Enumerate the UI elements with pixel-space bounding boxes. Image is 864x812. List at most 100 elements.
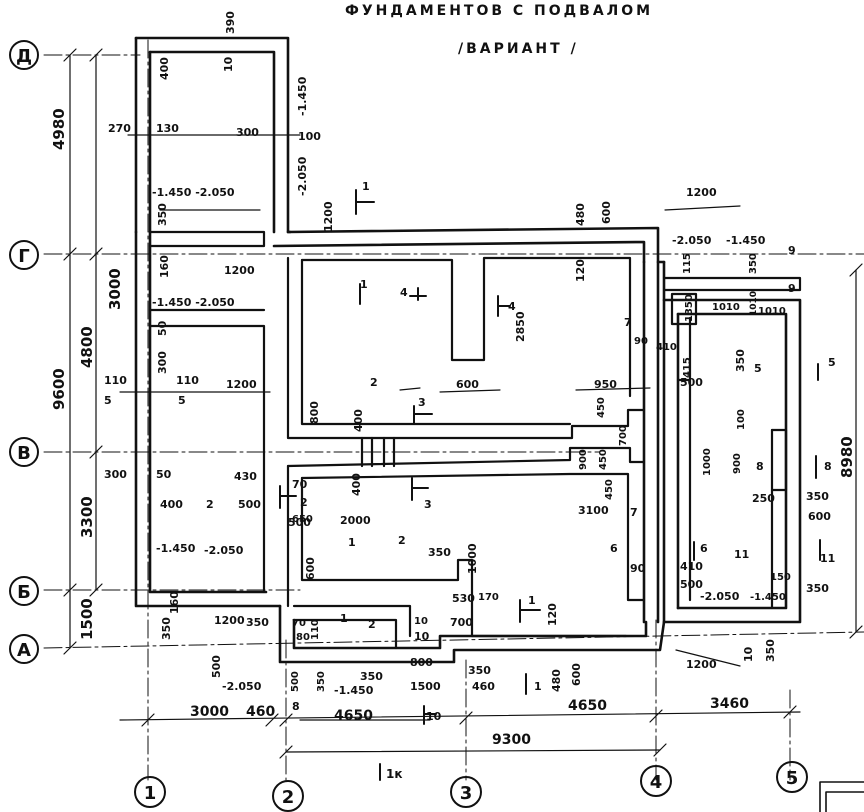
label: 2000 [340,514,371,527]
label: 600 [570,663,583,686]
label: -1.450 [296,76,309,116]
label: 350 [360,670,383,683]
label: 480 [550,669,563,692]
label: 3 [418,396,426,409]
label: 10 [414,616,428,627]
dim-3000-left: 3000 [106,268,124,310]
label: 400 [352,409,365,432]
label: 8 [824,460,832,473]
label: 350 [748,253,759,274]
label: 4 [400,286,408,299]
label: 450 [596,397,607,418]
label: 100 [736,409,747,430]
label: 1к [386,767,403,781]
label: 1500 [410,680,441,693]
dim-4800: 4800 [78,326,96,368]
label: 800 [410,656,433,669]
drawing-title-line2: /ВАРИАНТ / [458,41,579,57]
label: 400 [160,498,183,511]
label: 5 [178,394,186,407]
label: -1.450 [156,542,196,555]
label: 500 [290,671,301,692]
label: 400 [158,57,171,80]
label: -1.450 -2.050 [152,186,235,199]
label: -2.050 [672,234,712,247]
dim-4980: 4980 [50,108,68,150]
axis-label-g: Г [18,246,29,267]
label: 160 [168,591,181,614]
label: 11 [820,552,835,565]
label: 50 [156,468,172,481]
label: 500 [210,655,223,678]
label: 3100 [578,504,609,517]
label: 800 [308,401,321,424]
label: 1200 [322,201,335,232]
label: 650 [292,514,313,525]
label: -1.450 [750,592,786,603]
dim-9600: 9600 [50,368,68,410]
label: -2.050 [222,680,262,693]
axis-label-4: 4 [650,772,663,793]
axis-labels: Д Г В Б А 1 2 3 4 5 [16,46,798,808]
axis-label-v: В [17,443,31,464]
label: 600 [304,557,317,580]
label: 300 [236,126,259,139]
label: 350 [734,349,747,372]
label: 8 [756,460,764,473]
label: 7 [624,316,632,329]
dim-4650-a: 4650 [334,708,373,724]
label: 270 [108,122,131,135]
title-block-corner [819,781,864,812]
label: 8 [292,700,300,713]
label: 1 [348,536,356,549]
section-marks [279,189,821,781]
label: 150 [770,572,791,583]
label: 500 [680,376,703,389]
label: 9 [788,282,796,295]
label: 450 [598,449,609,470]
label: 350 [246,616,269,629]
label: 700 [618,425,629,446]
label: 600 [600,201,613,224]
label: 300 [104,468,127,481]
axis-label-1: 1 [144,783,157,804]
label: 110 [176,374,199,387]
label: 1 [362,180,370,193]
annotation-labels: 390 400 10 -1.450 100 270 130 300 -2.050… [104,11,836,781]
label: 900 [578,449,589,470]
label: 900 [732,453,743,474]
axis-label-5: 5 [786,768,799,789]
label: -1.450 -2.050 [152,296,235,309]
axis-bubbles [9,40,808,812]
main-dimensions: 4980 9600 1500 3000 4800 3300 8980 3000 … [50,108,856,748]
label: 80 [296,632,310,643]
label: 10 [742,646,755,662]
label: 9 [788,244,796,257]
label: 70 [292,618,306,629]
label: 90 [634,336,648,347]
label: 100 [298,130,321,143]
label: 6 [700,542,708,555]
label: 350 [806,490,829,503]
label: 170 [478,592,499,603]
label: 1200 [226,378,257,391]
label: 500 [680,578,703,591]
label: 460 [472,680,495,693]
label: 1 [528,594,536,607]
label: 70 [292,478,308,491]
label: 110 [104,374,127,387]
label: 350 [764,639,777,662]
label: 1000 [702,448,713,476]
label: 350 [156,203,169,226]
label: 1200 [686,658,717,671]
label: -1.450 [334,684,374,697]
label: 120 [546,603,559,626]
label: 415 [682,357,693,378]
label: 2 [206,498,214,511]
label: 410 [680,560,703,573]
label: 1010 [749,291,759,316]
axis-label-2: 2 [282,787,295,808]
dim-9300: 9300 [492,732,531,748]
label: 160 [158,255,171,278]
label: 3 [424,498,432,511]
